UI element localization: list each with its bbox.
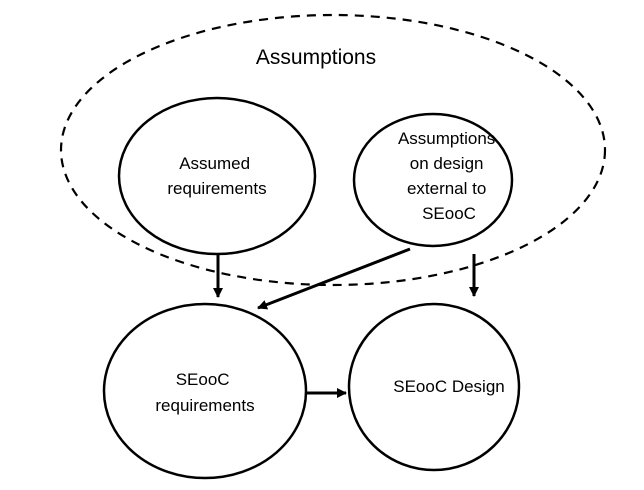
arrow-design-assumptions-to-seooc-requirements	[257, 247, 411, 310]
assumptions-group-boundary	[59, 13, 607, 287]
seooc-design-label: SEooC Design	[393, 377, 505, 396]
seooc-design-node	[347, 302, 521, 472]
seooc-requirements-node	[102, 302, 308, 480]
assumptions-on-design-node	[352, 112, 514, 248]
assumed-requirements-node	[117, 96, 317, 256]
assumed-requirements-label: Assumed requirements	[167, 154, 266, 198]
assumptions-on-design-label: Assumptions on design external to SEooC	[398, 129, 500, 223]
assumptions-group-label: Assumptions	[256, 46, 376, 69]
seooc-requirements-label: SEooC requirements	[155, 370, 254, 415]
